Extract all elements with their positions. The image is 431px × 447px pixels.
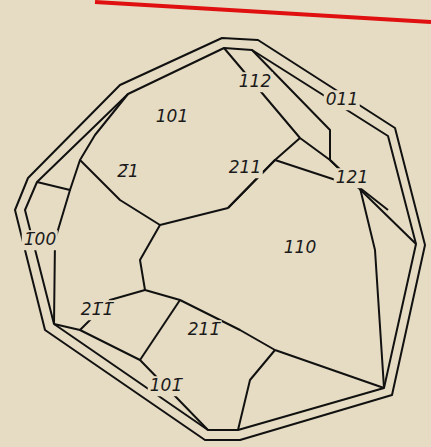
miller-index: 2̄1 [115,162,141,182]
miller-index: 1̄00 [22,230,58,250]
miller-index: 211̄ [186,320,222,340]
miller-index: 101̄ [148,376,184,396]
crystal-edges [15,38,425,440]
miller-index: 110 [282,238,318,258]
miller-index: 211 [227,158,263,178]
miller-index: 112 [237,72,273,92]
miller-index: 121 [334,168,370,188]
miller-index: 21̄1̄ [79,300,115,320]
red-line [95,2,431,22]
miller-index: 101 [154,107,190,127]
miller-index: 011 [324,90,360,110]
